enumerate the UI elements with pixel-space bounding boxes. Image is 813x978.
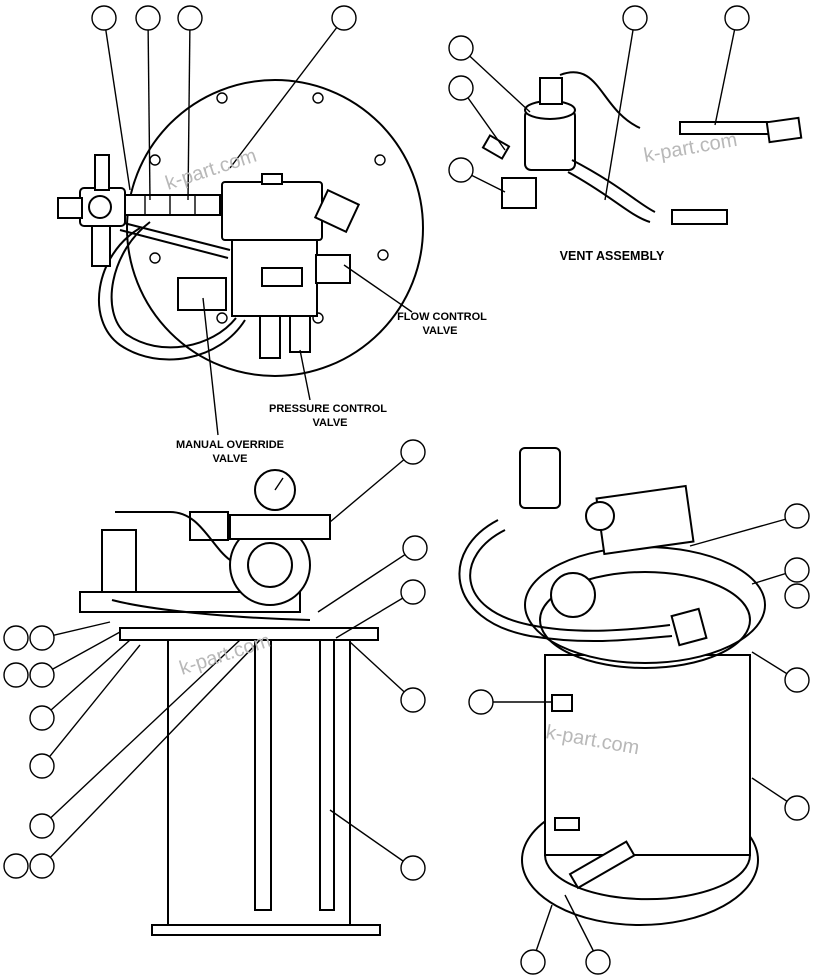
vent-coil	[539, 77, 563, 105]
iso-hose	[469, 529, 671, 632]
cover-plate	[126, 79, 424, 377]
flow-control-valve	[313, 188, 361, 234]
callout-bubble	[3, 625, 29, 651]
return-tube	[319, 639, 335, 911]
flow-control-label-line2: VALVE	[422, 325, 457, 337]
iso-vent-valve	[519, 447, 561, 509]
top-view-manifold	[57, 17, 424, 436]
callout-bubble	[784, 583, 810, 609]
callout-bubble	[784, 667, 810, 693]
cover-bolts	[149, 92, 389, 324]
callout-bubble	[402, 535, 428, 561]
callout-bubble	[3, 662, 29, 688]
callout-bubble	[400, 855, 426, 881]
solenoid-housing	[221, 181, 323, 241]
side-solenoid	[101, 529, 137, 596]
callout-bubble	[3, 853, 29, 879]
callout-bubble	[784, 503, 810, 529]
pressure-control-valve	[289, 315, 311, 353]
pressure-control-label-line1: PRESSURE CONTROL	[269, 403, 387, 415]
manual-override-valve	[177, 277, 227, 311]
part-labels: FLOW CONTROL VALVE PRESSURE CONTROL VALV…	[176, 311, 487, 465]
mounting-plate	[119, 627, 379, 641]
vent-wire	[559, 71, 641, 129]
callout-bubble	[400, 687, 426, 713]
suction-tube	[254, 639, 272, 911]
vent-assembly-label: VENT ASSEMBLY	[560, 249, 665, 263]
flow-control-label-line1: FLOW CONTROL	[397, 311, 487, 323]
callout-bubble	[400, 579, 426, 605]
iso-view-reservoir	[458, 447, 798, 961]
callout-bubble	[29, 753, 55, 779]
pressure-control-label-line2: VALVE	[312, 417, 347, 429]
callout-bubble	[448, 35, 474, 61]
tee-fitting	[79, 187, 126, 227]
callout-bubble	[29, 853, 55, 879]
callout-bubble	[622, 5, 648, 31]
callout-bubble	[29, 662, 55, 688]
adapter-fittings	[124, 194, 221, 216]
callout-bubble	[29, 625, 55, 651]
callout-bubble	[331, 5, 357, 31]
callout-bubble	[448, 157, 474, 183]
callout-bubbles	[3, 5, 810, 975]
callout-bubble	[29, 813, 55, 839]
side-view-reservoir	[41, 451, 416, 936]
vent-assembly-drawing: VENT ASSEMBLY	[460, 17, 803, 263]
callout-bubble	[91, 5, 117, 31]
callout-bubble	[29, 705, 55, 731]
callout-bubble	[585, 949, 611, 975]
callout-bubble	[177, 5, 203, 31]
callout-bubble	[135, 5, 161, 31]
callout-bubble	[784, 795, 810, 821]
iso-gauge	[585, 501, 615, 531]
callout-bubble	[520, 949, 546, 975]
manual-override-label-line2: VALVE	[212, 453, 247, 465]
callout-bubble	[784, 557, 810, 583]
callout-bubble	[468, 689, 494, 715]
manual-override-label-line1: MANUAL OVERRIDE	[176, 439, 284, 451]
callout-bubble	[448, 75, 474, 101]
callout-bubble	[724, 5, 750, 31]
callout-bubble	[400, 439, 426, 465]
